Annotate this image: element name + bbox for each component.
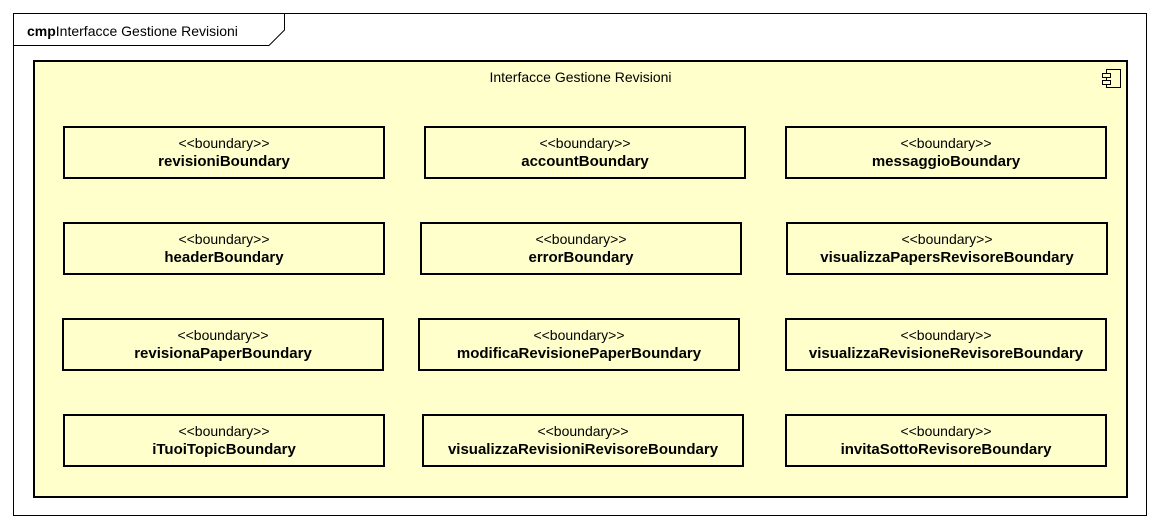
frame-tab: cmpInterfacce Gestione Revisioni [13,13,285,46]
boundary-stereotype: <<boundary>> [178,135,270,151]
boundary-name: errorBoundary [528,249,634,266]
frame-label: cmpInterfacce Gestione Revisioni [27,23,238,39]
boundary-name: headerBoundary [164,249,284,266]
boundary-i-tuoi-topic[interactable]: <<boundary>> iTuoiTopicBoundary [63,414,385,467]
frame-keyword: cmp [27,23,56,39]
boundary-visualizza-revisione-revisore[interactable]: <<boundary>> visualizzaRevisioneRevisore… [785,318,1107,371]
component-title: Interfacce Gestione Revisioni [489,69,672,85]
frame-name: Interfacce Gestione Revisioni [55,23,238,39]
diagram-frame [13,13,1147,516]
boundary-name: visualizzaRevisioneRevisoreBoundary [808,345,1084,362]
boundary-stereotype: <<boundary>> [537,423,629,439]
boundary-revisioni[interactable]: <<boundary>> revisioniBoundary [63,126,385,179]
boundary-stereotype: <<boundary>> [539,135,631,151]
boundary-name: modificaRevisionePaperBoundary [456,345,702,362]
boundary-stereotype: <<boundary>> [178,231,270,247]
boundary-name: iTuoiTopicBoundary [152,441,296,458]
boundary-stereotype: <<boundary>> [535,231,627,247]
boundary-stereotype: <<boundary>> [900,135,992,151]
boundary-stereotype: <<boundary>> [533,327,625,343]
boundary-modifica-revisione-paper[interactable]: <<boundary>> modificaRevisionePaperBound… [418,318,740,371]
boundary-revisiona-paper[interactable]: <<boundary>> revisionaPaperBoundary [62,318,384,371]
boundary-error[interactable]: <<boundary>> errorBoundary [420,222,742,275]
boundary-name: revisionaPaperBoundary [134,345,312,362]
component-icon [1102,69,1122,89]
boundary-name: accountBoundary [521,153,649,170]
boundary-stereotype: <<boundary>> [177,327,269,343]
boundary-messaggio[interactable]: <<boundary>> messaggioBoundary [785,126,1107,179]
boundary-name: messaggioBoundary [871,153,1021,170]
boundary-visualizza-papers-revisore[interactable]: <<boundary>> visualizzaPapersRevisoreBou… [786,222,1108,275]
boundary-header[interactable]: <<boundary>> headerBoundary [63,222,385,275]
boundary-stereotype: <<boundary>> [900,423,992,439]
boundary-stereotype: <<boundary>> [901,231,993,247]
boundary-name: visualizzaPapersRevisoreBoundary [820,249,1074,266]
boundary-name: invitaSottoRevisoreBoundary [840,441,1052,458]
boundary-stereotype: <<boundary>> [900,327,992,343]
boundary-stereotype: <<boundary>> [178,423,270,439]
boundary-invita-sotto-revisore[interactable]: <<boundary>> invitaSottoRevisoreBoundary [785,414,1107,467]
boundary-name: visualizzaRevisioniRevisoreBoundary [447,441,719,458]
boundary-name: revisioniBoundary [158,153,290,170]
boundary-visualizza-revisioni-revisore[interactable]: <<boundary>> visualizzaRevisioniRevisore… [422,414,744,467]
boundary-account[interactable]: <<boundary>> accountBoundary [424,126,746,179]
